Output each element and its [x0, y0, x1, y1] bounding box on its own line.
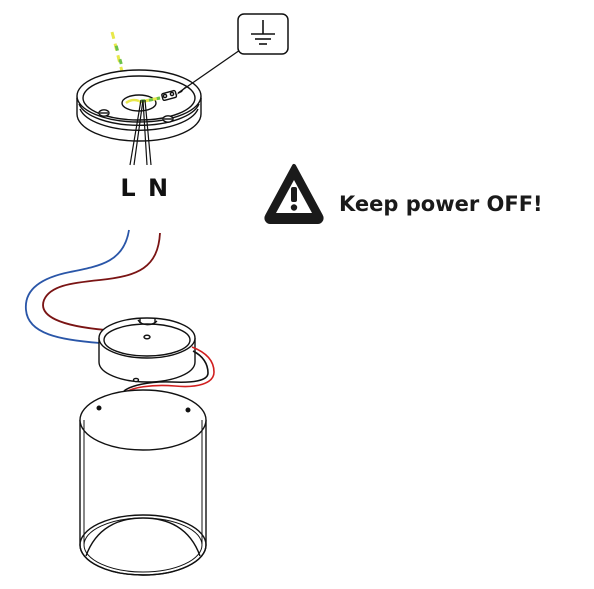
output-wires [123, 346, 215, 393]
ground-callout [176, 13, 289, 95]
earth-wire [110, 31, 126, 79]
mains-wires [25, 229, 161, 344]
brown-wire [42, 232, 161, 331]
blue-wire [25, 229, 130, 344]
luminaire [79, 389, 207, 576]
mounting-plate [76, 69, 202, 142]
black-wire [123, 350, 209, 392]
driver-box [98, 317, 196, 383]
ground-symbol-icon [251, 20, 275, 45]
neutral-label: N [148, 174, 168, 202]
warning: Keep power OFF! [264, 164, 543, 224]
red-wire [125, 346, 215, 393]
live-label: L [120, 174, 135, 202]
supply-wires [129, 99, 152, 166]
warning-text: Keep power OFF! [339, 192, 543, 216]
warning-triangle-icon [264, 164, 324, 224]
